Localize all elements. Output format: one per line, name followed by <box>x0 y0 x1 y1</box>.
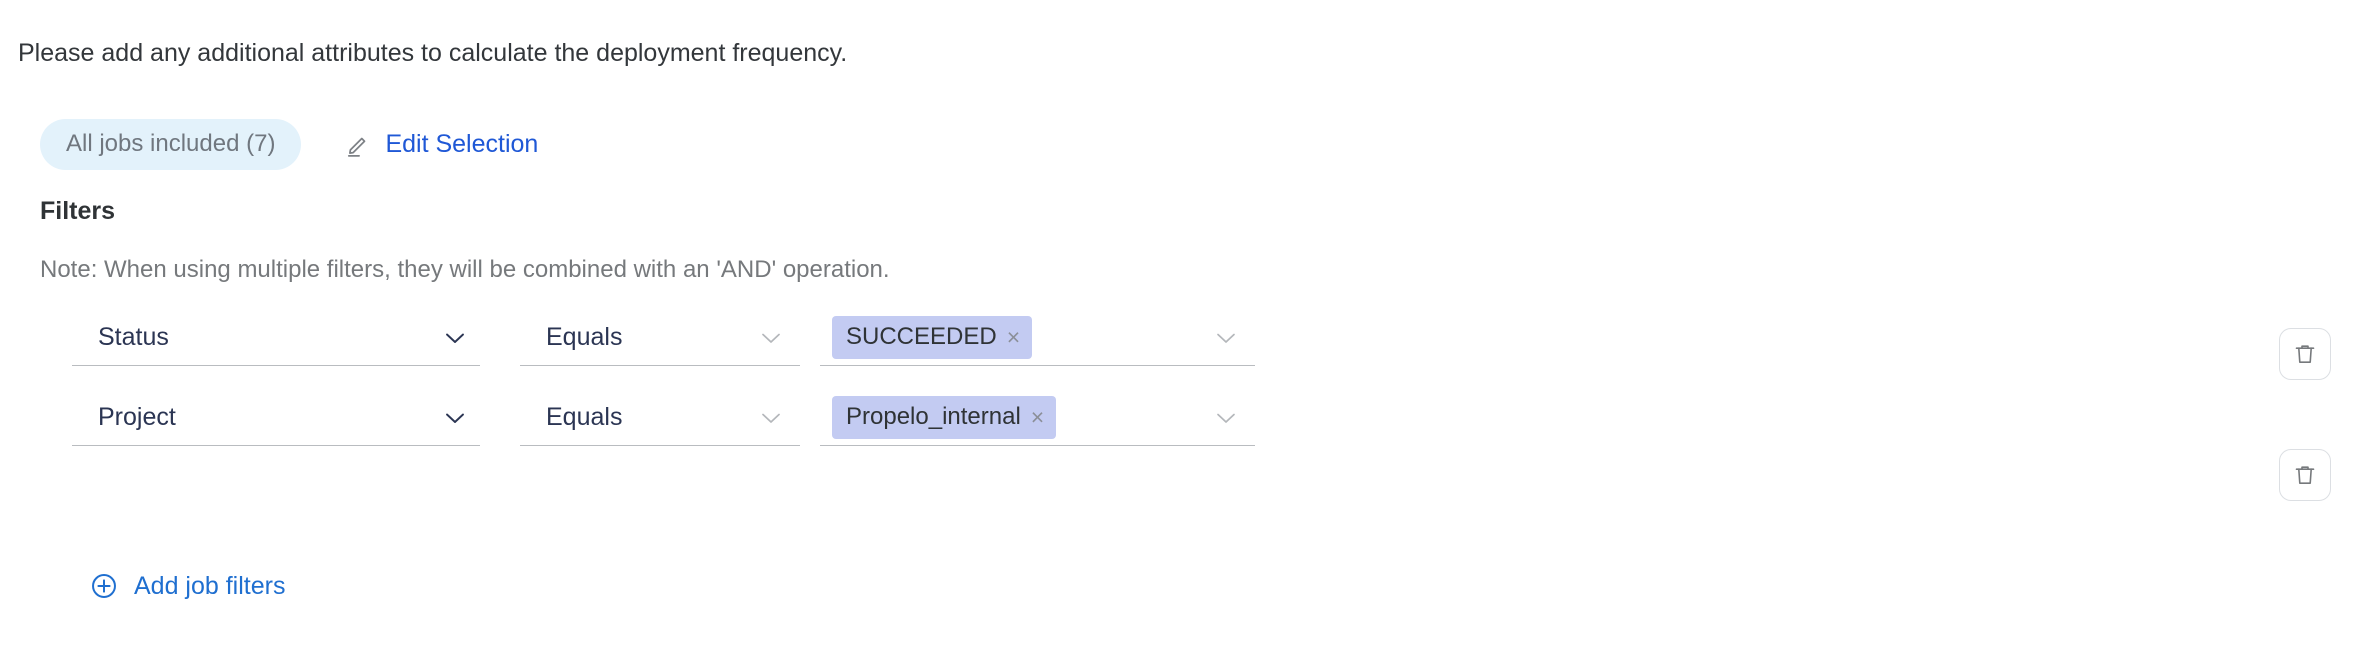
filter-operator-value: Equals <box>546 325 623 350</box>
value-tag-label: SUCCEEDED <box>846 323 997 350</box>
filter-attribute-select[interactable]: Project <box>72 390 480 446</box>
filter-row: Project Equals Propelo_internal × <box>0 390 2376 450</box>
chevron-down-icon <box>444 331 466 345</box>
trash-icon <box>2293 463 2317 487</box>
value-tag[interactable]: Propelo_internal × <box>832 396 1057 439</box>
add-job-filters-label: Add job filters <box>134 571 286 600</box>
pencil-icon <box>345 132 371 158</box>
job-selection-row: All jobs included (7) Edit Selection <box>40 119 538 170</box>
filter-operator-select[interactable]: Equals <box>520 310 800 366</box>
filter-value-tags: SUCCEEDED × <box>832 316 1215 359</box>
intro-text: Please add any additional attributes to … <box>18 39 848 67</box>
filter-value-tags: Propelo_internal × <box>832 396 1215 439</box>
chevron-down-icon <box>760 411 782 425</box>
chevron-down-icon <box>760 331 782 345</box>
chevron-down-icon <box>1215 331 1237 345</box>
value-tag[interactable]: SUCCEEDED × <box>832 316 1033 359</box>
chevron-down-icon <box>444 411 466 425</box>
trash-icon <box>2293 342 2317 366</box>
jobs-included-badge: All jobs included (7) <box>40 119 302 170</box>
filter-value-select[interactable]: SUCCEEDED × <box>820 310 1255 366</box>
filter-value-select[interactable]: Propelo_internal × <box>820 390 1255 446</box>
filters-note: Note: When using multiple filters, they … <box>40 256 890 283</box>
delete-filter-button[interactable] <box>2279 328 2331 380</box>
add-job-filters-button[interactable]: Add job filters <box>90 572 285 600</box>
filter-attribute-value: Status <box>98 325 169 350</box>
filter-attribute-value: Project <box>98 405 176 430</box>
filter-operator-select[interactable]: Equals <box>520 390 800 446</box>
close-icon[interactable]: × <box>1006 324 1021 350</box>
filter-attribute-select[interactable]: Status <box>72 310 480 366</box>
close-icon[interactable]: × <box>1030 404 1045 430</box>
filter-row: Status Equals SUCCEEDED × <box>0 310 2376 370</box>
value-tag-label: Propelo_internal <box>846 403 1021 430</box>
filter-operator-value: Equals <box>546 405 623 430</box>
edit-selection-label: Edit Selection <box>385 130 539 158</box>
chevron-down-icon <box>1215 411 1237 425</box>
delete-filter-button[interactable] <box>2279 449 2331 501</box>
edit-selection-button[interactable]: Edit Selection <box>345 132 538 158</box>
filters-heading: Filters <box>40 197 116 225</box>
plus-circle-icon <box>90 572 118 600</box>
